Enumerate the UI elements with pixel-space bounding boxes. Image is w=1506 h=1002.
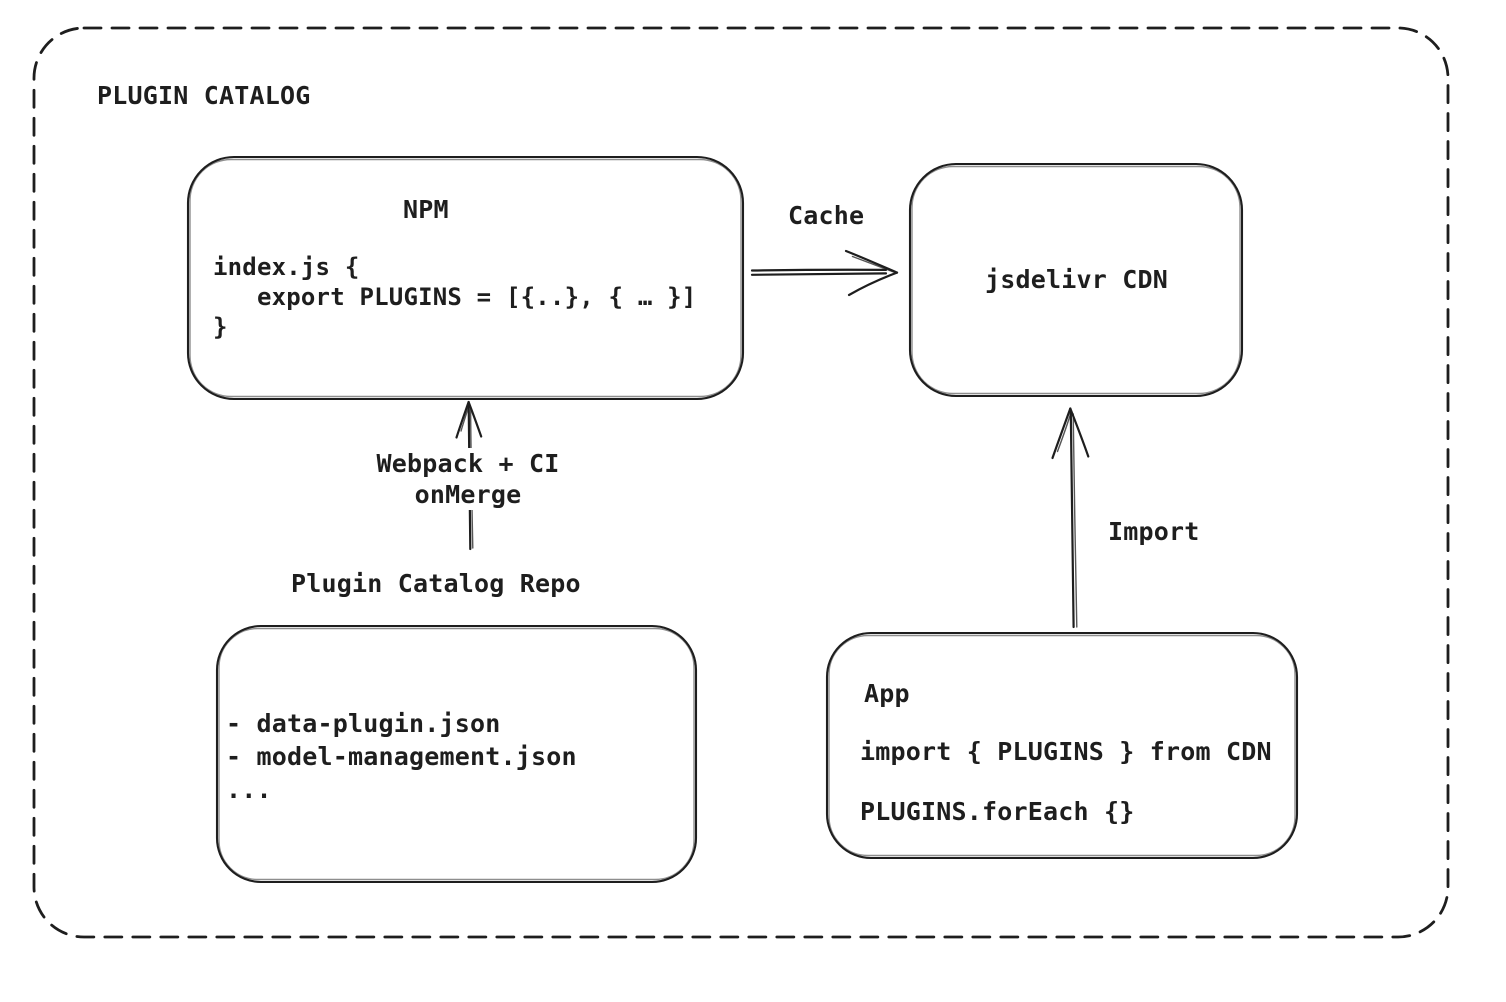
cdn-node-label: jsdelivr CDN (985, 265, 1169, 294)
cdn-box-outline (908, 162, 1244, 398)
app-box-outline (825, 631, 1299, 860)
app-node-import-line: import { PLUGINS } from CDN (860, 737, 1272, 766)
npm-node-title: NPM (403, 195, 449, 224)
import-arrow-label: Import (1108, 517, 1200, 546)
build-arrow-label: Webpack + CI onMerge (372, 448, 564, 510)
repo-node-items: - data-plugin.json - model-management.js… (226, 709, 577, 804)
app-node-foreach-line: PLUGINS.forEach {} (860, 797, 1135, 826)
npm-box-outline (186, 155, 745, 401)
cache-arrow (750, 249, 899, 297)
repo-box-outline (215, 624, 698, 884)
npm-node-code: index.js { export PLUGINS = [{..}, { … }… (213, 253, 697, 341)
diagram-title: PLUGIN CATALOG (97, 81, 311, 110)
catalog-boundary-border (32, 26, 1450, 939)
repo-node-label: Plugin Catalog Repo (291, 569, 581, 598)
import-arrow (1051, 407, 1090, 629)
cache-arrow-label: Cache (788, 201, 865, 230)
app-node-title: App (864, 679, 910, 708)
